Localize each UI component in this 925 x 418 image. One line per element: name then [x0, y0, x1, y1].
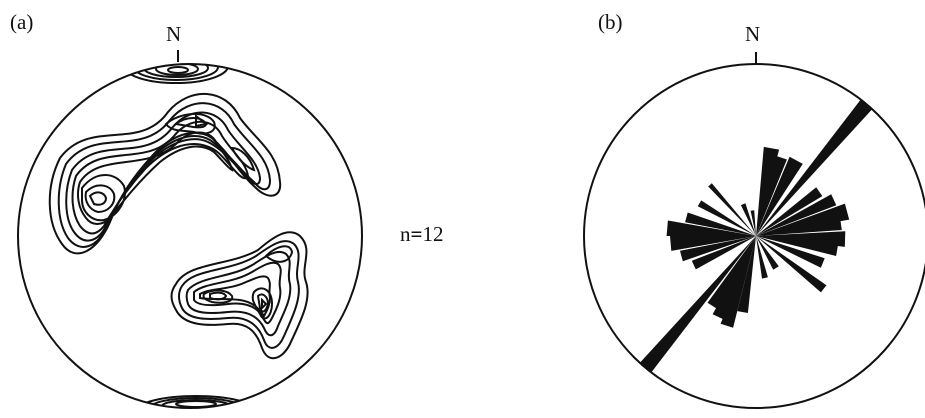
rose-petal — [685, 212, 756, 236]
panel-a-north-label: N — [166, 22, 182, 46]
rose-petal — [756, 236, 839, 256]
rose-petal — [756, 156, 803, 236]
panel-b-rose-diagram — [583, 52, 925, 409]
rose-petal — [750, 210, 756, 236]
rose-petal — [666, 220, 756, 236]
contour-cluster-bottom — [137, 395, 255, 408]
rose-petal — [756, 187, 823, 236]
rose-petal — [740, 203, 756, 236]
rose-petal — [628, 236, 756, 387]
rose-petal — [756, 218, 842, 236]
rose-petal — [737, 236, 756, 313]
panel-a-stereonet — [17, 50, 363, 409]
contour-cluster-lower-right — [170, 231, 309, 359]
panel-a-label: (a) — [10, 10, 34, 34]
contour-band-arc — [48, 92, 282, 255]
rose-petal — [756, 146, 780, 236]
panel-a-primitive-circle — [17, 63, 363, 409]
rose-petal — [756, 236, 768, 279]
rose-petal — [756, 236, 825, 268]
rose-petal — [670, 236, 756, 251]
rose-petal — [691, 236, 756, 270]
panel-b-label: (b) — [598, 10, 623, 34]
rose-petal — [756, 203, 850, 236]
rose-petal — [756, 85, 884, 237]
panel-b-north-label: N — [745, 22, 761, 46]
rose-petal — [756, 236, 827, 293]
rose-petal — [708, 183, 756, 236]
rose-petal — [712, 236, 756, 320]
rose-petal — [680, 236, 756, 262]
sample-count-value: 12 — [422, 222, 444, 246]
rose-petal — [756, 194, 837, 236]
rose-petal — [697, 200, 756, 236]
rose-petal — [756, 155, 787, 236]
rose-petals — [628, 85, 884, 387]
rose-petal — [756, 231, 846, 247]
sample-count: n=12 — [400, 222, 443, 247]
rose-petal — [707, 236, 756, 309]
sample-count-equals: = — [410, 222, 423, 246]
rose-petal — [756, 236, 779, 270]
sample-count-symbol: n — [400, 222, 411, 246]
